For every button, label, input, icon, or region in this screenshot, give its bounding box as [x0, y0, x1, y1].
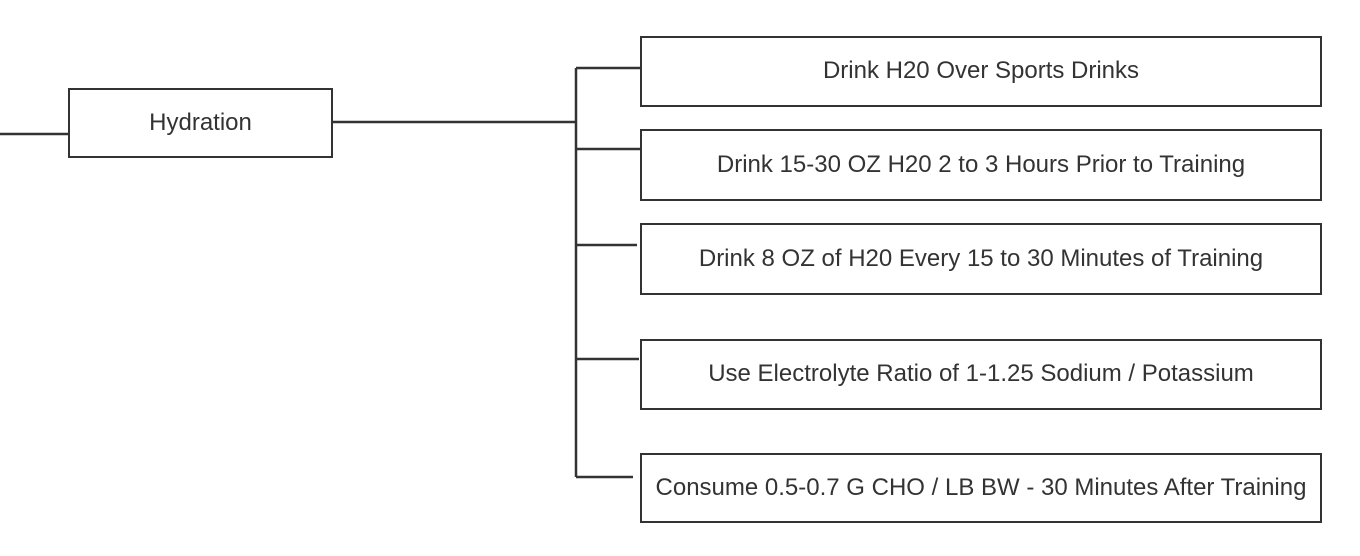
node-child-2[interactable]: Drink 15-30 OZ H20 2 to 3 Hours Prior to… — [640, 129, 1322, 201]
node-child-3[interactable]: Drink 8 OZ of H20 Every 15 to 30 Minutes… — [640, 223, 1322, 295]
node-child-4-label: Use Electrolyte Ratio of 1-1.25 Sodium /… — [708, 360, 1254, 388]
node-hydration[interactable]: Hydration — [68, 88, 333, 158]
node-child-3-label: Drink 8 OZ of H20 Every 15 to 30 Minutes… — [698, 244, 1264, 272]
node-child-5[interactable]: Consume 0.5-0.7 G CHO / LB BW - 30 Minut… — [640, 453, 1322, 523]
node-child-1[interactable]: Drink H20 Over Sports Drinks — [640, 36, 1322, 107]
node-hydration-label: Hydration — [149, 108, 252, 136]
node-child-5-label: Consume 0.5-0.7 G CHO / LB BW - 30 Minut… — [655, 473, 1307, 501]
node-child-4[interactable]: Use Electrolyte Ratio of 1-1.25 Sodium /… — [640, 339, 1322, 410]
node-child-2-label: Drink 15-30 OZ H20 2 to 3 Hours Prior to… — [716, 150, 1246, 178]
node-child-1-label: Drink H20 Over Sports Drinks — [822, 57, 1140, 85]
